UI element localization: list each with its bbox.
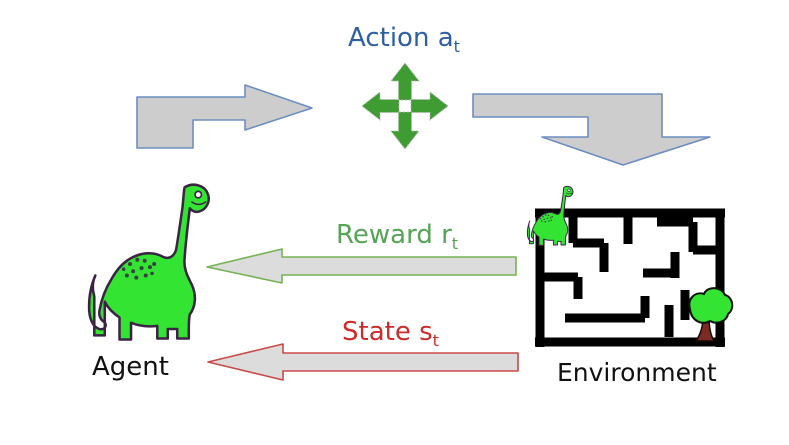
reward-arrow-icon bbox=[206, 248, 517, 284]
flow-arrow-action-to-environment-icon bbox=[472, 93, 711, 166]
action-label-text: Action a bbox=[348, 23, 454, 53]
agent-dinosaur-icon bbox=[87, 183, 211, 341]
environment-label: Environment bbox=[557, 358, 717, 387]
state-arrow-icon bbox=[207, 343, 519, 381]
action-label-subscript: t bbox=[453, 37, 460, 57]
reward-label: Reward rt bbox=[336, 220, 459, 254]
reward-label-text: Reward r bbox=[336, 220, 452, 250]
action-label: Action at bbox=[348, 23, 460, 57]
action-move-arrows-icon bbox=[361, 62, 449, 150]
state-label: State st bbox=[342, 317, 439, 351]
flow-arrow-agent-to-action-icon bbox=[136, 84, 313, 149]
maze-icon bbox=[535, 208, 725, 347]
agent-label: Agent bbox=[92, 352, 169, 382]
tree-icon bbox=[688, 287, 734, 342]
reward-label-subscript: t bbox=[451, 234, 459, 254]
state-label-subscript: t bbox=[432, 331, 439, 351]
state-label-text: State s bbox=[342, 317, 433, 347]
